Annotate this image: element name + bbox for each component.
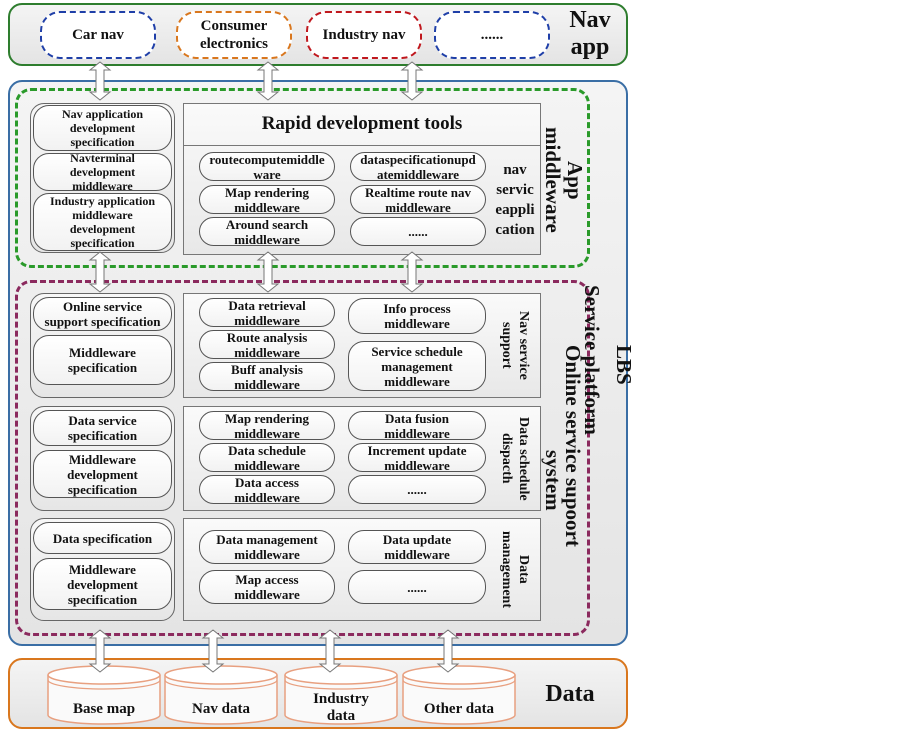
app-middleware-item: Around search middleware — [199, 217, 335, 247]
middleware-item: ...... — [348, 475, 486, 504]
section-label: Data schedule dispacth — [499, 416, 531, 501]
middleware-item: Buff analysis middleware — [199, 362, 335, 392]
app-middleware-item: routecomputemiddle ware — [199, 152, 335, 182]
section-label: Nav service support — [499, 311, 531, 380]
app-middleware-item: Realtime route nav middleware — [350, 185, 486, 215]
app-middleware-item: ...... — [350, 217, 486, 246]
section-spec-item: Middleware development specification — [33, 558, 172, 610]
middleware-item: Info process middleware — [348, 298, 486, 334]
app-spec-item: Nav application development specificatio… — [33, 105, 172, 151]
app-middleware-item: dataspecificationupd atemiddleware — [350, 152, 486, 182]
middleware-item: Data schedule middleware — [199, 443, 335, 473]
nav-app-item: Consumer electronics — [176, 11, 292, 59]
middleware-item: Map rendering middleware — [199, 411, 335, 441]
section-spec-item: Middleware development specification — [33, 450, 172, 498]
middleware-item: Data update middleware — [348, 530, 486, 564]
middleware-item: Data access middleware — [199, 475, 335, 505]
app-spec-item: Navterminal development middleware — [33, 151, 172, 193]
lbs-title: LBS — [612, 345, 636, 385]
nav-app-item: Industry nav — [306, 11, 422, 59]
online-support-title: Online service supoort — [561, 345, 585, 547]
middleware-item: Data management middleware — [199, 530, 335, 564]
section-spec-item: Middleware specification — [33, 335, 172, 385]
section-spec-item: Data service specification — [33, 410, 172, 446]
data-store-label: Nav data — [192, 700, 250, 717]
middleware-item: Service schedule management middleware — [348, 341, 486, 391]
nav-app-item: Car nav — [40, 11, 156, 59]
middleware-item: Route analysis middleware — [199, 330, 335, 360]
app-spec-item: Industry application middleware developm… — [33, 193, 172, 251]
data-store-label: Base map — [72, 700, 136, 717]
section-spec-item: Online service support specification — [33, 297, 172, 331]
online-support-title-suffix: system — [541, 450, 565, 511]
middleware-item: Map access middleware — [199, 570, 335, 604]
rapid-tools-title: Rapid development tools — [183, 103, 541, 146]
middleware-item: Increment update middleware — [348, 443, 486, 473]
middleware-item: Data retrieval middleware — [199, 298, 335, 328]
section-label: Data management — [499, 531, 531, 608]
data-layer-title: Data — [545, 680, 595, 707]
nav-app-item: ...... — [434, 11, 550, 59]
middleware-item: Data fusion middleware — [348, 411, 486, 441]
section-spec-item: Data specification — [33, 522, 172, 554]
app-middleware-item: Map rendering middleware — [199, 185, 335, 215]
app-middleware-title: App middleware — [541, 127, 587, 233]
data-store-label: Industry data — [313, 691, 369, 724]
app-middleware-region — [15, 88, 590, 268]
data-store-label: Other data — [423, 700, 495, 717]
nav-service-application-label: nav servic eappli cation — [495, 162, 535, 238]
service-platform-title: Service platform — [580, 285, 604, 435]
nav-app-title: Nav app — [569, 7, 611, 60]
online-support-region — [15, 280, 590, 636]
middleware-item: ...... — [348, 570, 486, 604]
